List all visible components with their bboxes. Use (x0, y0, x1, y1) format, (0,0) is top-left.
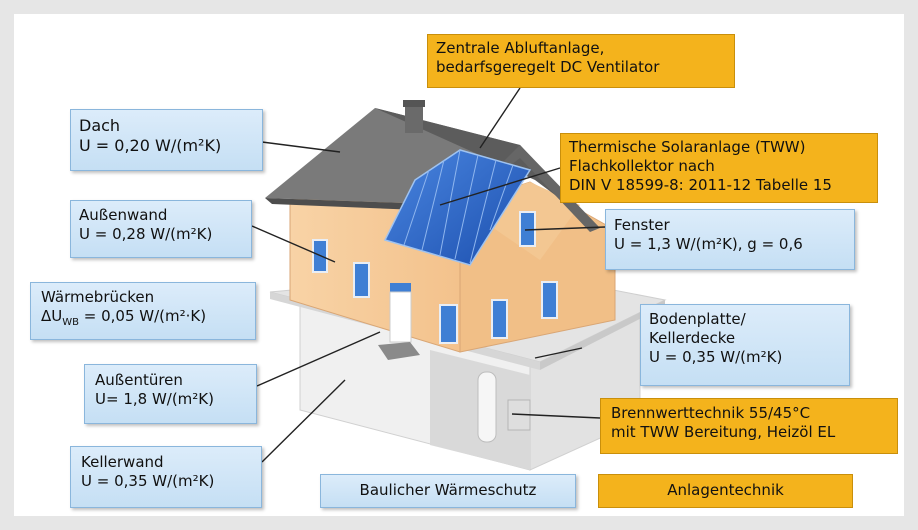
label-abluftanlage: Zentrale Abluftanlage,bedarfsgeregelt DC… (427, 34, 735, 88)
label-solaranlage: Thermische Solaranlage (TWW)Flachkollekt… (560, 133, 878, 203)
legend-anlagentechnik: Anlagentechnik (598, 474, 853, 508)
label-waermebruecken: Wärmebrücken ΔUWB = 0,05 W/(m²·K) (30, 282, 256, 340)
chimney (405, 105, 423, 133)
house-walls (289, 174, 616, 353)
storage-tank (477, 371, 497, 443)
front-door (378, 283, 420, 360)
windows (312, 211, 558, 344)
leader-lines (251, 87, 606, 463)
legend-baulicher-waermeschutz: Baulicher Wärmeschutz (320, 474, 576, 508)
